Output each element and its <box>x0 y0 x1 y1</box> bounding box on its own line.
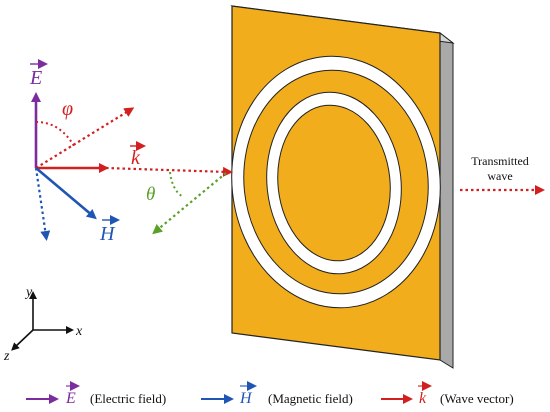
y-axis-label: y <box>24 285 33 300</box>
e-field-rotated-arrow <box>35 107 135 169</box>
h-label: H <box>99 215 120 245</box>
legend: E (Electric field) H (Magnetic field) k … <box>26 381 514 407</box>
legend-magnetic-text: (Magnetic field) <box>268 391 353 406</box>
z-axis-arrow <box>11 329 34 351</box>
incident-wave-path <box>105 166 233 177</box>
legend-wave-text: (Wave vector) <box>440 391 514 406</box>
transmitted-label-line1: Transmitted <box>471 154 529 168</box>
legend-item-magnetic: H (Magnetic field) <box>201 381 353 407</box>
svg-text:E: E <box>29 67 42 89</box>
legend-magnetic-symbol: H <box>239 390 253 407</box>
legend-wave-symbol: k <box>419 390 427 407</box>
legend-electric-text: (Electric field) <box>90 391 166 406</box>
legend-electric-symbol: E <box>65 390 76 407</box>
phi-angle-arc <box>35 121 75 147</box>
metasurface-plate <box>230 5 455 369</box>
legend-item-electric: E (Electric field) <box>26 381 166 407</box>
h-field-arrow <box>35 167 97 220</box>
coordinate-axes: y x z <box>3 285 83 364</box>
svg-text:k: k <box>131 147 141 169</box>
k-label: k <box>130 141 146 169</box>
plate-side-edge <box>439 31 454 369</box>
transmitted-label-line2: wave <box>487 169 512 183</box>
theta-label: θ <box>146 184 155 205</box>
field-vectors <box>31 92 545 241</box>
e-label: E <box>29 59 48 89</box>
z-axis-label: z <box>3 349 10 364</box>
h-field-rotated-arrow <box>34 167 51 241</box>
theta-direction-arrow <box>152 172 227 235</box>
svg-text:H: H <box>99 223 116 245</box>
legend-item-wave: k (Wave vector) <box>381 381 514 407</box>
vector-labels: E φ k θ H Transmitted wave <box>29 59 529 245</box>
center-disk <box>277 104 391 262</box>
theta-angle-arc <box>169 171 184 198</box>
phi-label: φ <box>62 98 73 120</box>
x-axis-label: x <box>75 324 83 339</box>
